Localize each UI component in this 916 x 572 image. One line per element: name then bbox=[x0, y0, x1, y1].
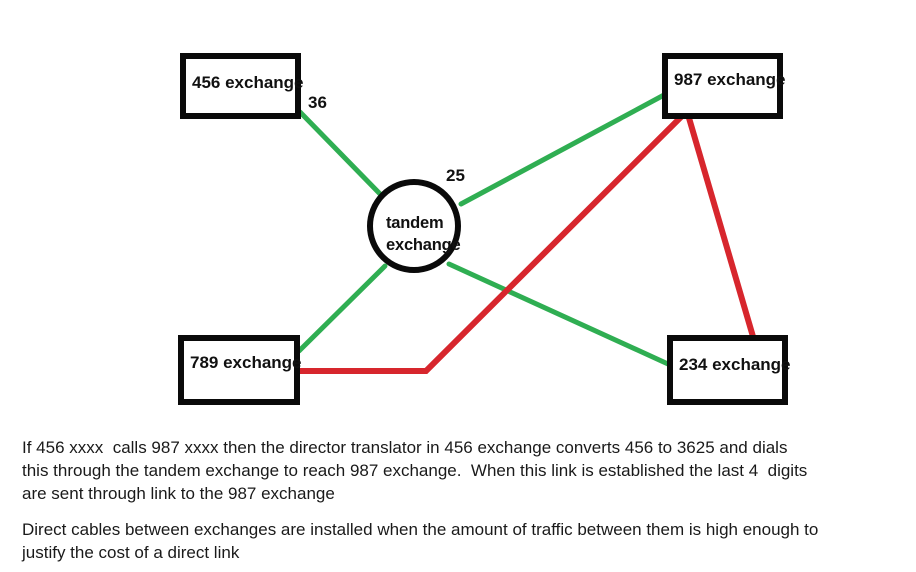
node-789-exchange: 789 exchange bbox=[178, 335, 302, 405]
node-987-label: 987 exchange bbox=[674, 70, 786, 89]
link-tandem-to-987 bbox=[458, 92, 667, 207]
link-tandem-to-234 bbox=[446, 261, 671, 367]
node-tandem-exchange: tandem exchange bbox=[367, 179, 461, 273]
tandem-label-line1: tandem bbox=[386, 214, 444, 232]
tandem-label-line2: exchange bbox=[386, 236, 461, 254]
node-456-exchange: 456 exchange bbox=[180, 53, 304, 119]
link-tandem-to-789 bbox=[296, 263, 388, 354]
paragraph-line: Direct cables between exchanges are inst… bbox=[22, 520, 819, 539]
node-234-exchange: 234 exchange bbox=[667, 335, 791, 405]
traffic-label-36: 36 bbox=[308, 93, 327, 112]
node-987-exchange: 987 exchange bbox=[662, 53, 786, 119]
direct-cable-789-to-987 bbox=[299, 113, 685, 374]
paragraph-line: this through the tandem exchange to reac… bbox=[22, 461, 808, 480]
direct-cable-987-to-234 bbox=[686, 117, 757, 341]
paragraph-line: justify the cost of a direct link bbox=[22, 543, 240, 562]
paragraph-line: If 456 xxxx calls 987 xxxx then the dire… bbox=[22, 438, 788, 457]
paragraph-line: are sent through link to the 987 exchang… bbox=[22, 484, 335, 503]
node-234-label: 234 exchange bbox=[679, 355, 791, 374]
traffic-label-25: 25 bbox=[446, 166, 465, 185]
link-456-to-tandem bbox=[297, 109, 386, 200]
node-456-label: 456 exchange bbox=[192, 73, 304, 92]
description-paragraph-2: Direct cables between exchanges are inst… bbox=[22, 518, 818, 564]
node-789-label: 789 exchange bbox=[190, 353, 302, 372]
description-paragraph-1: If 456 xxxx calls 987 xxxx then the dire… bbox=[22, 436, 807, 505]
